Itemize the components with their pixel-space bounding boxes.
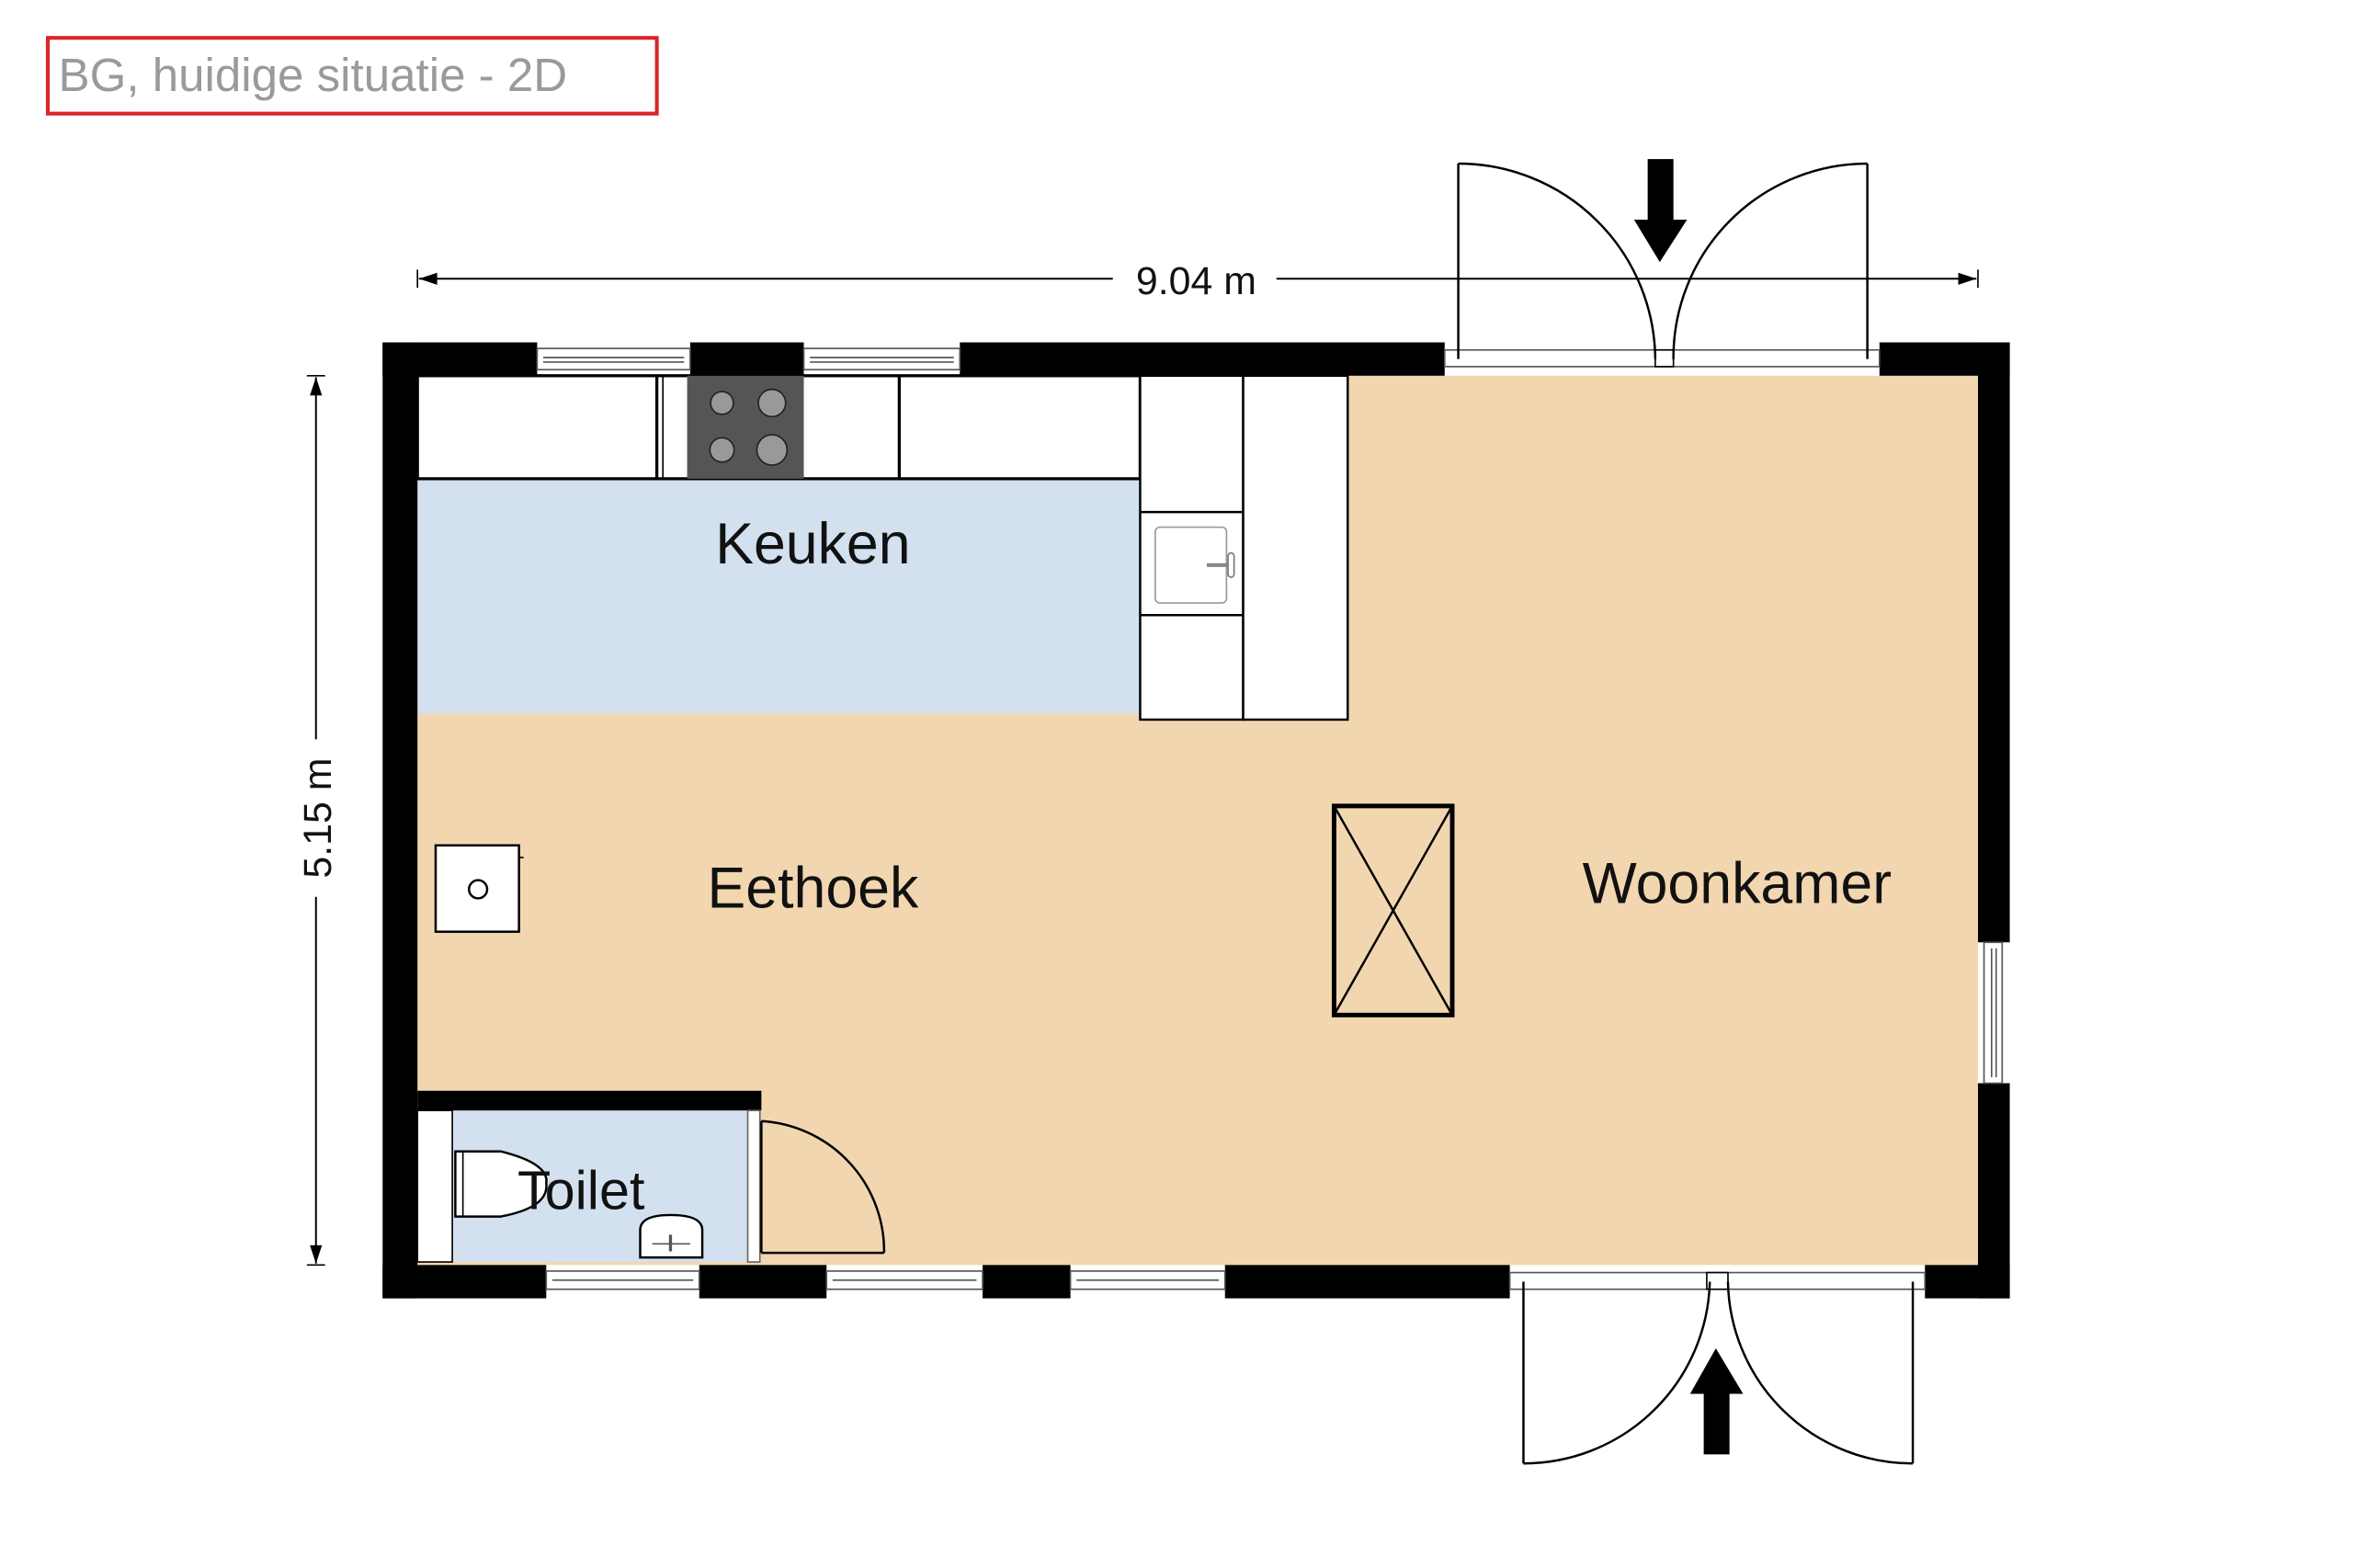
- depth-dimension-label: 5.15 m: [296, 758, 340, 879]
- void-icon: [1331, 803, 1455, 1017]
- kitchen-counter: [415, 374, 1349, 722]
- washbasin-icon: [639, 1213, 704, 1259]
- width-dimension: 9.04 m: [416, 254, 1979, 303]
- entrance-door-bottom: [1508, 1271, 1927, 1465]
- toilet-icon: [454, 1150, 548, 1218]
- plan-title-text: BG, huidige situatie - 2D: [59, 49, 568, 101]
- floor-kitchen: [417, 478, 1141, 714]
- width-dimension-label: 9.04 m: [1136, 259, 1256, 303]
- toilet-door: [760, 1119, 886, 1255]
- heater-icon: [434, 844, 524, 933]
- sink-icon: [1154, 526, 1235, 604]
- entrance-arrow-up-icon: [1689, 1347, 1744, 1455]
- stove-icon: [687, 375, 804, 479]
- plan-title: BG, huidige situatie - 2D: [45, 36, 659, 116]
- entrance-door-top: [1443, 162, 1881, 368]
- room-label-kitchen: Keuken: [715, 512, 910, 576]
- room-label-living: Woonkamer: [1583, 851, 1892, 915]
- room-label-dining: Eethoek: [707, 856, 918, 920]
- room-label-toilet: Toilet: [517, 1159, 645, 1221]
- depth-dimension: 5.15 m: [294, 374, 340, 1267]
- entrance-arrow-down-icon: [1633, 159, 1688, 263]
- windows: [536, 347, 2004, 1290]
- walls: [382, 342, 2010, 1299]
